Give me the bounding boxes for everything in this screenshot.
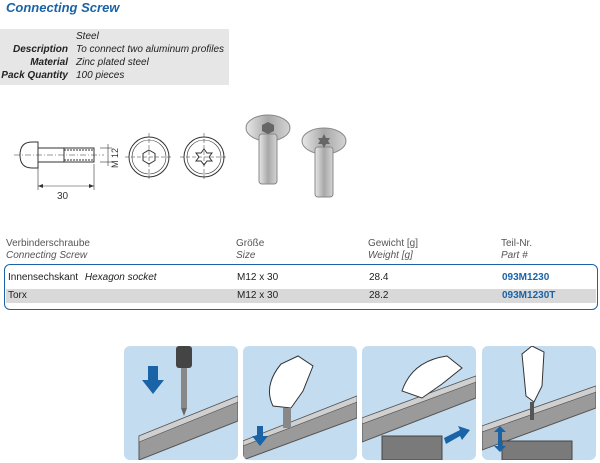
cell-name-de: Torx [8,290,27,301]
drill-icon [176,346,192,368]
info-row-description: Description To connect two aluminum prof… [0,43,229,56]
header-part-en: Part # [501,250,528,261]
instruction-panel-position [362,346,476,460]
header-size: Größe Size [236,238,264,262]
cell-part-number[interactable]: 093M1230T [502,290,556,301]
dim-thread-label: M 12 [110,148,120,168]
info-value: To connect two aluminum profiles [76,44,225,55]
instruction-panel-insert [243,346,357,460]
technical-drawing: 30 M 12 [14,133,228,200]
page-title: Connecting Screw [6,0,120,15]
hex-screw-image [245,114,291,185]
header-part-de: Teil-Nr. [501,238,533,249]
product-photo [245,114,347,198]
header-size-de: Größe [236,238,265,249]
dim-length-label: 30 [57,191,69,200]
info-row-pack-quantity: Pack Quantity 100 pieces [0,69,229,82]
arrow-down-icon [252,426,268,446]
header-product-de: Verbinderschraube [6,238,90,249]
cell-name: Innensechskant Hexagon socket [8,271,157,285]
table-row[interactable]: Torx M12 x 30 28.2 093M1230T [6,289,596,303]
header-product: Verbinderschraube Connecting Screw [6,238,90,262]
table-row[interactable]: Innensechskant Hexagon socket M12 x 30 2… [6,271,596,285]
info-box: Steel Description To connect two aluminu… [0,29,229,85]
header-weight: Gewicht [g] Weight [g] [368,238,418,262]
info-value: Zinc plated steel [76,57,149,68]
info-label: Pack Quantity [1,70,68,81]
cell-weight: 28.2 [369,290,389,301]
hand-icon [521,346,545,403]
info-label: Description [12,44,68,55]
hand-icon [268,355,314,409]
header-weight-de: Gewicht [g] [368,238,419,249]
hand-icon [401,355,463,399]
header-size-en: Size [236,250,256,261]
info-value: 100 pieces [76,70,125,81]
header-product-en: Connecting Screw [6,250,88,261]
arrow-down-icon [142,366,164,394]
cell-size: M12 x 30 [237,272,279,283]
cell-name-en: Hexagon socket [84,272,157,283]
instruction-panel-drill [124,346,238,460]
header-part: Teil-Nr. Part # [501,238,532,262]
cell-size: M12 x 30 [237,290,279,301]
info-row-material: Material Zinc plated steel [0,56,229,69]
info-first-line: Steel [76,31,99,42]
cell-weight: 28.4 [369,272,389,283]
arrow-updown-icon [494,426,506,452]
cell-part-number[interactable]: 093M1230 [502,272,550,283]
cell-name-de: Innensechskant [8,272,79,283]
instruction-panel-tighten [482,346,596,460]
torx-screw-image [301,127,347,198]
header-weight-en: Weight [g] [368,250,413,261]
product-table: Innensechskant Hexagon socket M12 x 30 2… [4,264,598,310]
info-label: Material [30,57,68,68]
info-row-material-type: Steel [0,30,229,43]
arrow-right-icon [444,426,470,444]
